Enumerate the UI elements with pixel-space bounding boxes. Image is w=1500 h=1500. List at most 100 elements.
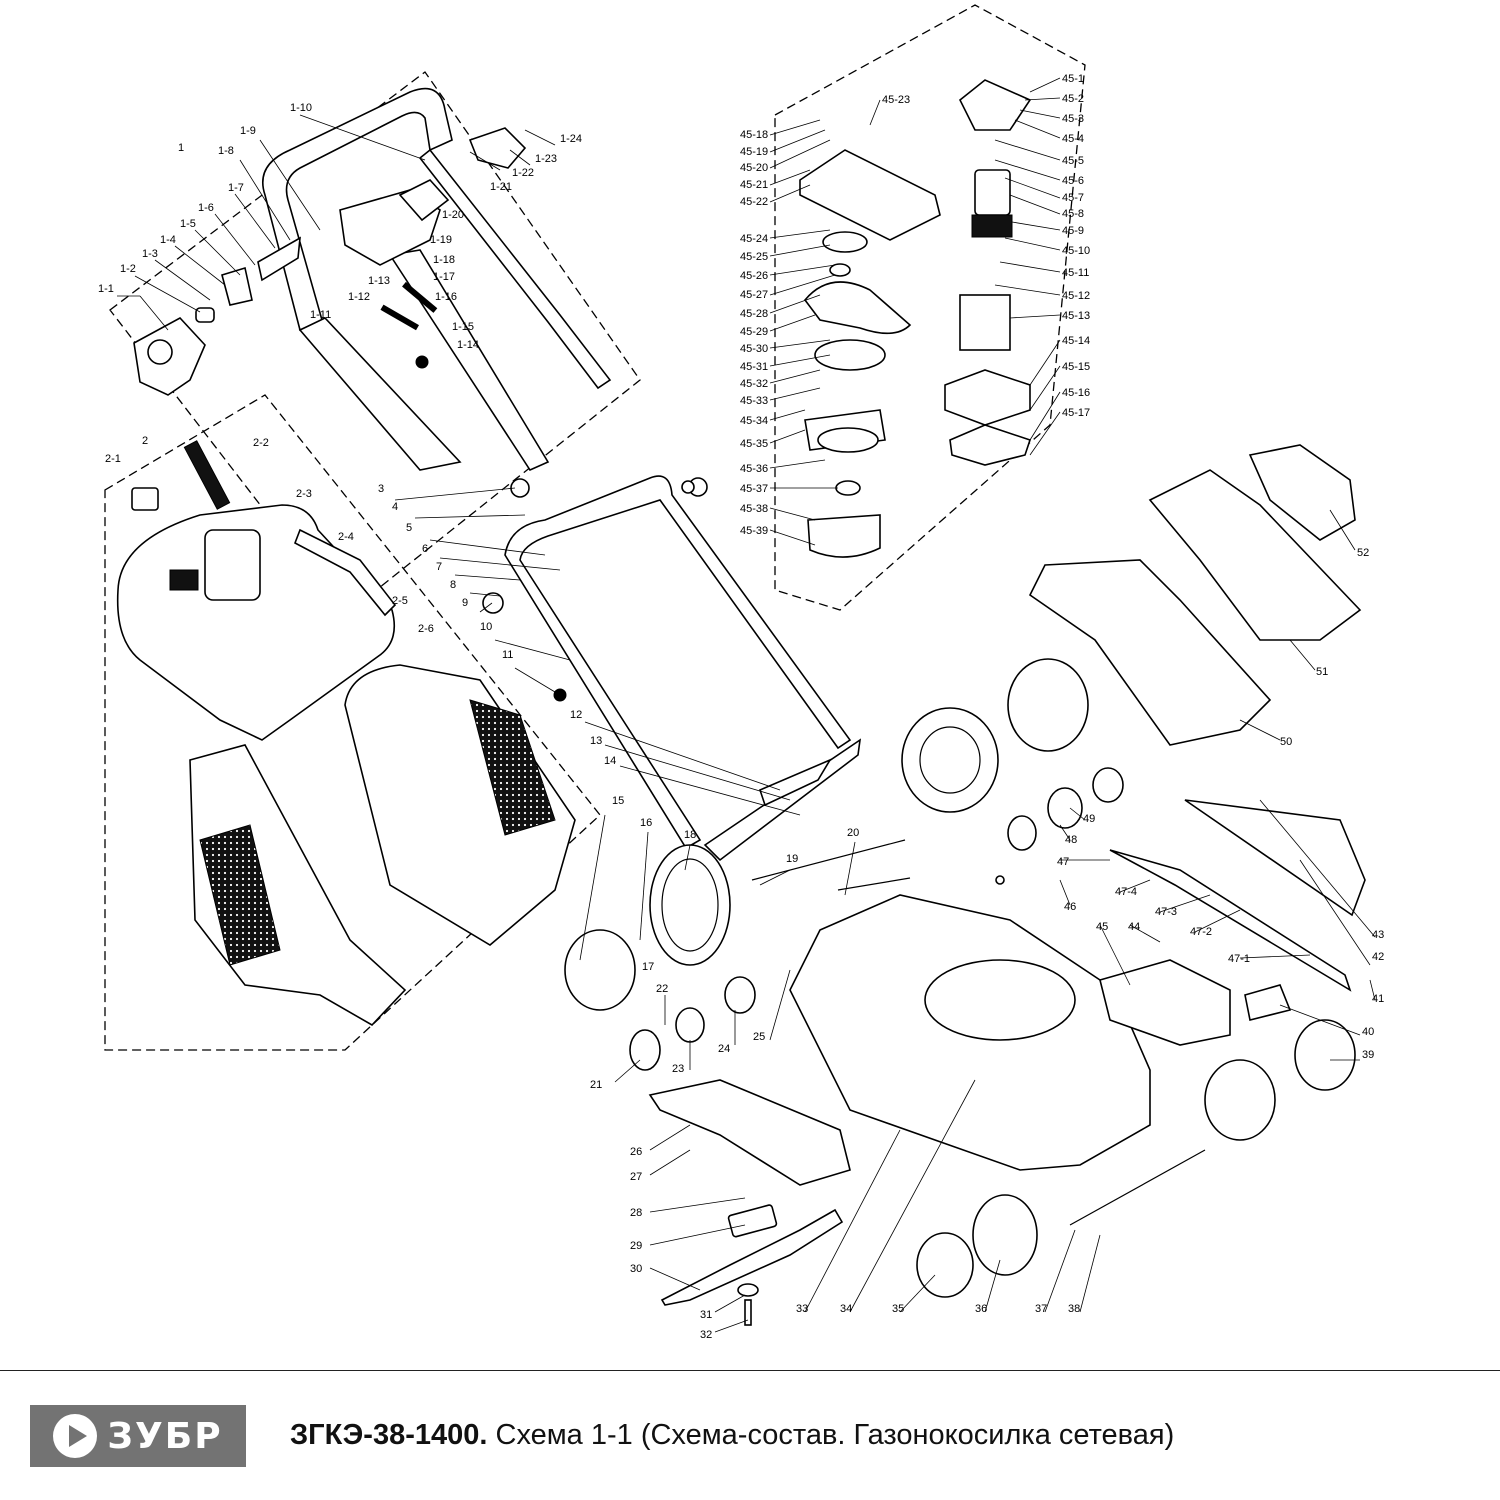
callout-1-24: 1-24 [560,133,582,145]
callout-12: 12 [570,709,582,721]
callout-4: 4 [392,501,398,513]
callout-11: 11 [502,649,513,661]
callout-40: 40 [1362,1026,1374,1038]
callout-45: 45 [1096,921,1108,933]
callout-45-35: 45-35 [740,438,768,450]
model-number: ЗГКЭ-38-1400. [290,1419,488,1451]
callout-45-20: 45-20 [740,162,768,174]
callout-21: 21 [590,1079,602,1091]
brand-logo: ЗУБР [30,1405,246,1467]
callout-45-24: 45-24 [740,233,768,245]
callout-43: 43 [1372,929,1384,941]
callout-10: 10 [480,621,492,633]
callout-26: 26 [630,1146,642,1158]
deck-and-wheels [564,444,1366,1326]
callout-16: 16 [640,817,652,829]
callout-45-29: 45-29 [740,326,768,338]
callout-45-27: 45-27 [740,289,768,301]
scheme-caption: Схема 1-1 (Схема-состав. Газонокосилка с… [487,1419,1175,1451]
callout-labels: 1-1 1-2 1-3 1-4 1-5 1-6 1-7 1-8 1-9 1-10… [98,73,1384,1341]
callout-19: 19 [786,853,798,865]
callout-1-12: 1-12 [348,291,370,303]
callout-1-15: 1-15 [452,321,474,333]
grass-box-assembly [116,440,576,1027]
footer-divider [0,1370,1500,1371]
callout-45-14: 45-14 [1062,335,1090,347]
callout-1-20: 1-20 [442,209,464,221]
callout-47: 47 [1057,856,1069,868]
callout-1-23: 1-23 [535,153,557,165]
callout-18: 18 [684,829,696,841]
callout-45-9: 45-9 [1062,225,1084,237]
callout-6: 6 [422,543,428,555]
callout-15: 15 [612,795,624,807]
callout-1-14: 1-14 [457,339,479,351]
callout-1-16: 1-16 [435,291,457,303]
callout-45-1: 45-1 [1062,73,1084,85]
callout-14: 14 [604,755,616,767]
callout-1-3: 1-3 [142,248,158,260]
callout-1-11: 1-11 [310,309,331,321]
callout-50: 50 [1280,736,1292,748]
callout-45-5: 45-5 [1062,155,1084,167]
callout-45-26: 45-26 [740,270,768,282]
callout-45-38: 45-38 [740,503,768,515]
motor-group-outline [774,4,1086,611]
callout-45-32: 45-32 [740,378,768,390]
callout-39: 39 [1362,1049,1374,1061]
brand-arrow-icon [53,1414,98,1458]
callout-25: 25 [753,1031,765,1043]
callout-42: 42 [1372,951,1384,963]
callout-7: 7 [436,561,442,573]
callout-41: 41 [1372,993,1384,1005]
callout-38: 38 [1068,1303,1080,1315]
callout-22: 22 [656,983,668,995]
callout-1-8: 1-8 [218,145,234,157]
callout-45-4: 45-4 [1062,133,1084,145]
callout-1-4: 1-4 [160,234,176,246]
brand-name: ЗУБР [107,1415,223,1457]
callout-45-30: 45-30 [740,343,768,355]
callout-3: 3 [378,483,384,495]
callout-1-13: 1-13 [368,275,390,287]
lower-handle-assembly [482,475,862,862]
callout-27: 27 [630,1171,642,1183]
motor-assembly [799,79,1032,558]
callout-45-19: 45-19 [740,146,768,158]
callout-35: 35 [892,1303,904,1315]
callout-47-2: 47-2 [1190,926,1212,938]
callout-45-6: 45-6 [1062,175,1084,187]
callout-2-4: 2-4 [338,531,354,543]
callout-45-16: 45-16 [1062,387,1090,399]
callout-45-8: 45-8 [1062,208,1084,220]
callout-47-3: 47-3 [1155,906,1177,918]
callout-30: 30 [630,1263,642,1275]
callout-29: 29 [630,1240,642,1252]
document-title: ЗГКЭ-38-1400. Схема 1-1 (Схема-состав. Г… [290,1419,1174,1452]
callout-45-7: 45-7 [1062,192,1084,204]
callout-17: 17 [642,961,654,973]
callout-2: 2 [142,435,148,447]
callout-52: 52 [1357,547,1369,559]
callout-45-25: 45-25 [740,251,768,263]
callout-1-18: 1-18 [433,254,455,266]
callout-2-1: 2-1 [105,453,121,465]
callout-9: 9 [462,597,468,609]
callout-45-34: 45-34 [740,415,768,427]
callout-32: 32 [700,1329,712,1341]
callout-45-17: 45-17 [1062,407,1090,419]
callout-45-18: 45-18 [740,129,768,141]
callout-1-22: 1-22 [512,167,534,179]
callout-45-33: 45-33 [740,395,768,407]
callout-45-23: 45-23 [882,94,910,106]
callout-45-3: 45-3 [1062,113,1084,125]
callout-46: 46 [1064,901,1076,913]
callout-23: 23 [672,1063,684,1075]
callout-31: 31 [700,1309,712,1321]
callout-1-17: 1-17 [433,271,455,283]
callout-45-21: 45-21 [740,179,768,191]
callout-37: 37 [1035,1303,1047,1315]
callout-51: 51 [1316,666,1328,678]
callout-45-28: 45-28 [740,308,768,320]
callout-49: 49 [1083,813,1095,825]
